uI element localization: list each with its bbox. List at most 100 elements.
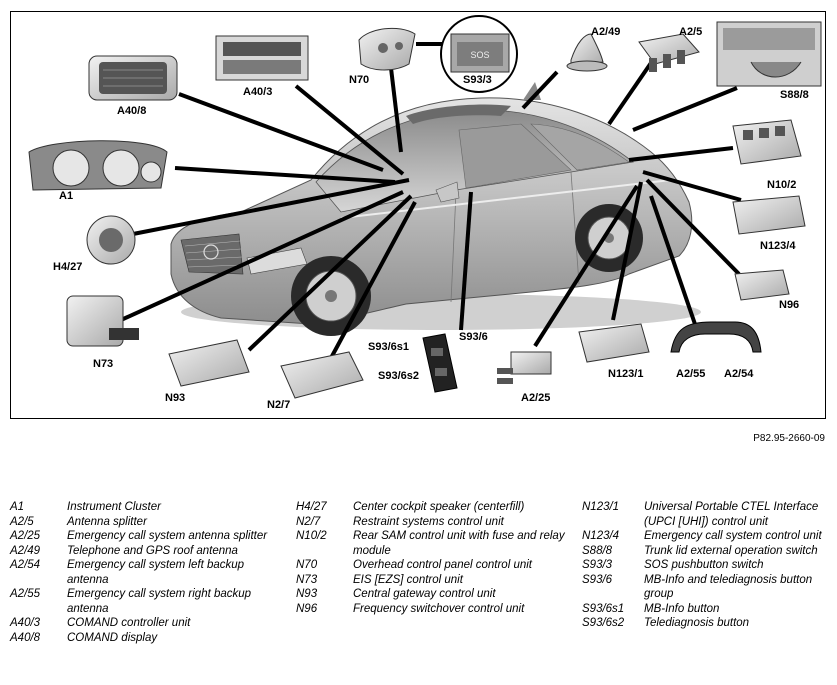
legend-code: N96: [296, 602, 318, 615]
legend-code: N10/2: [296, 530, 327, 542]
legend-code: N73: [296, 573, 318, 586]
car-illustration: [170, 82, 701, 336]
legend-description: Emergency call system antenna splitter: [67, 530, 268, 542]
callout-a2-54: A2/54: [724, 368, 754, 380]
component-s93-3: [440, 15, 518, 93]
legend-description: Trunk lid external operation switch: [644, 544, 818, 557]
callout-n70: N70: [349, 74, 370, 86]
legend-description: Overhead control panel control unit: [353, 559, 532, 571]
sos-button-text: SOS: [470, 50, 489, 60]
legend-row: N10/2 Rear SAM control unit with fuse and…: [296, 529, 566, 558]
callout-a40-3: A40/3: [243, 86, 273, 98]
component-a2-5: [638, 33, 700, 72]
callout-n123-4: N123/4: [760, 240, 796, 252]
legend-description: Telephone and GPS roof antenna: [67, 544, 238, 557]
legend-code: N93: [296, 588, 318, 600]
legend-description: COMAND display: [67, 631, 158, 644]
component-n10-2: [732, 119, 802, 165]
legend-description: Antenna splitter: [67, 515, 147, 528]
component-n93: [168, 339, 250, 387]
component-n96: [734, 269, 790, 301]
component-s93-6: [422, 333, 458, 393]
legend-row: S93/6 MB-Info and telediagnosis button gr…: [582, 573, 827, 602]
component-n123-1: [578, 323, 650, 363]
component-n123-4: [732, 195, 806, 235]
legend-row: A2/5 Antenna splitter: [10, 515, 280, 530]
callout-a2-5: A2/5: [679, 26, 703, 38]
legend-code: S88/8: [582, 544, 613, 557]
legend-row: A2/54 Emergency call system left backup a…: [10, 558, 280, 587]
legend-code: A2/25: [10, 530, 41, 542]
legend-code: N123/4: [582, 530, 620, 542]
legend-code: A2/55: [10, 588, 41, 600]
component-a2-54-55: [670, 321, 762, 353]
legend-code: N70: [296, 559, 318, 571]
callout-n123-1: N123/1: [608, 368, 644, 380]
component-a2-49: [566, 33, 608, 72]
legend-row: H4/27 Center cockpit speaker (centerfill): [296, 500, 566, 515]
legend-code: A2/5: [10, 515, 34, 528]
component-a2-25: [497, 351, 552, 384]
legend-description: Instrument Cluster: [67, 501, 161, 513]
legend-code: S93/6s2: [582, 617, 625, 629]
legend-description: Universal Portable CTEL Interface (UPCI …: [644, 501, 819, 528]
legend-code: N123/1: [582, 501, 620, 513]
callout-a40-8: A40/8: [117, 105, 147, 117]
callout-n2-7: N2/7: [267, 399, 291, 411]
legend-code: H4/27: [296, 501, 327, 513]
legend-row: S88/8 Trunk lid external operation switch: [582, 544, 827, 559]
callout-s93-6s2: S93/6s2: [378, 370, 419, 382]
callout-a2-49: A2/49: [591, 26, 621, 38]
component-n73: [66, 295, 139, 347]
legend-row: A1 Instrument Cluster: [10, 500, 280, 515]
legend-description: Center cockpit speaker (centerfill): [353, 501, 525, 513]
legend-description: SOS pushbutton switch: [644, 559, 764, 571]
legend-row: A40/3 COMAND controller unit: [10, 616, 280, 631]
legend-code: A2/49: [10, 544, 41, 557]
component-h4-27: [86, 215, 136, 265]
callout-s93-6s1: S93/6s1: [368, 341, 409, 353]
component-n2-7: [280, 351, 364, 399]
component-a40-3: [215, 35, 309, 81]
component-diagram: SOS: [10, 11, 826, 419]
legend-description: MB-Info and telediagnosis button group: [644, 573, 813, 601]
legend-code: A40/3: [10, 617, 41, 629]
legend-row: A2/49 Telephone and GPS roof antenna: [10, 544, 280, 559]
legend-row: A40/8 COMAND display: [10, 631, 280, 646]
legend-code: S93/6s1: [582, 602, 625, 615]
legend-description: Emergency call system control unit: [644, 530, 822, 542]
diagram-reference-code: P82.95-2660-09: [753, 433, 825, 444]
component-s88-8: [716, 21, 822, 87]
legend-description: Emergency call system left backup antenn…: [67, 559, 245, 586]
legend-column-3: N123/1 Universal Portable CTEL Interface …: [582, 500, 827, 631]
legend-description: Rear SAM control unit with fuse and rela…: [353, 530, 565, 557]
component-a1: [28, 140, 168, 191]
component-a40-8: [88, 55, 178, 101]
legend-code: A2/54: [10, 559, 41, 571]
legend-row: A2/25 Emergency call system antenna split…: [10, 529, 280, 544]
legend-description: COMAND controller unit: [67, 617, 191, 629]
legend-column-2: H4/27 Center cockpit speaker (centerfill)…: [296, 500, 566, 616]
callout-a2-55: A2/55: [676, 368, 706, 380]
callout-n10-2: N10/2: [767, 179, 797, 191]
legend-description: Telediagnosis button: [644, 617, 750, 629]
legend-code: A1: [10, 501, 25, 513]
legend-description: MB-Info button: [644, 602, 720, 615]
legend-row: S93/6s1 MB-Info button: [582, 602, 827, 617]
callout-n73: N73: [93, 358, 114, 370]
callout-n96: N96: [779, 299, 800, 311]
component-n70: [358, 27, 416, 71]
legend-code: S93/6: [582, 573, 613, 586]
diagram-graphics: SOS: [28, 15, 822, 399]
legend-code: A40/8: [10, 631, 41, 644]
callout-a1: A1: [59, 190, 74, 202]
callout-a2-25: A2/25: [521, 392, 551, 404]
legend-row: S93/6s2 Telediagnosis button: [582, 616, 827, 631]
